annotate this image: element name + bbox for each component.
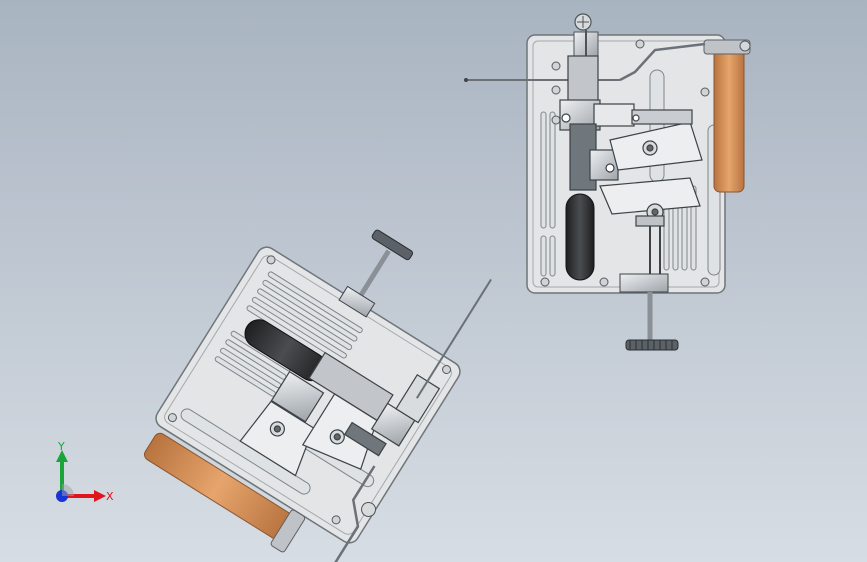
assembly-top-view[interactable]	[464, 13, 751, 351]
iso-plate-slots	[180, 271, 375, 495]
coordinate-triad: Y X	[56, 440, 114, 503]
iso-linkage-mechanism[interactable]	[239, 314, 441, 516]
iso-screw-heads	[167, 255, 452, 525]
screw-heads	[540, 39, 710, 287]
handwheel	[625, 339, 679, 351]
iso-control-rod	[416, 278, 492, 399]
iso-handwheel	[371, 229, 414, 261]
y-axis-label: Y	[57, 440, 65, 453]
copper-strip	[713, 39, 745, 193]
linkage-mechanism[interactable]	[559, 55, 703, 276]
assembly-isometric-view[interactable]	[130, 167, 512, 562]
x-axis-label: X	[106, 490, 114, 503]
black-handle	[565, 193, 595, 281]
